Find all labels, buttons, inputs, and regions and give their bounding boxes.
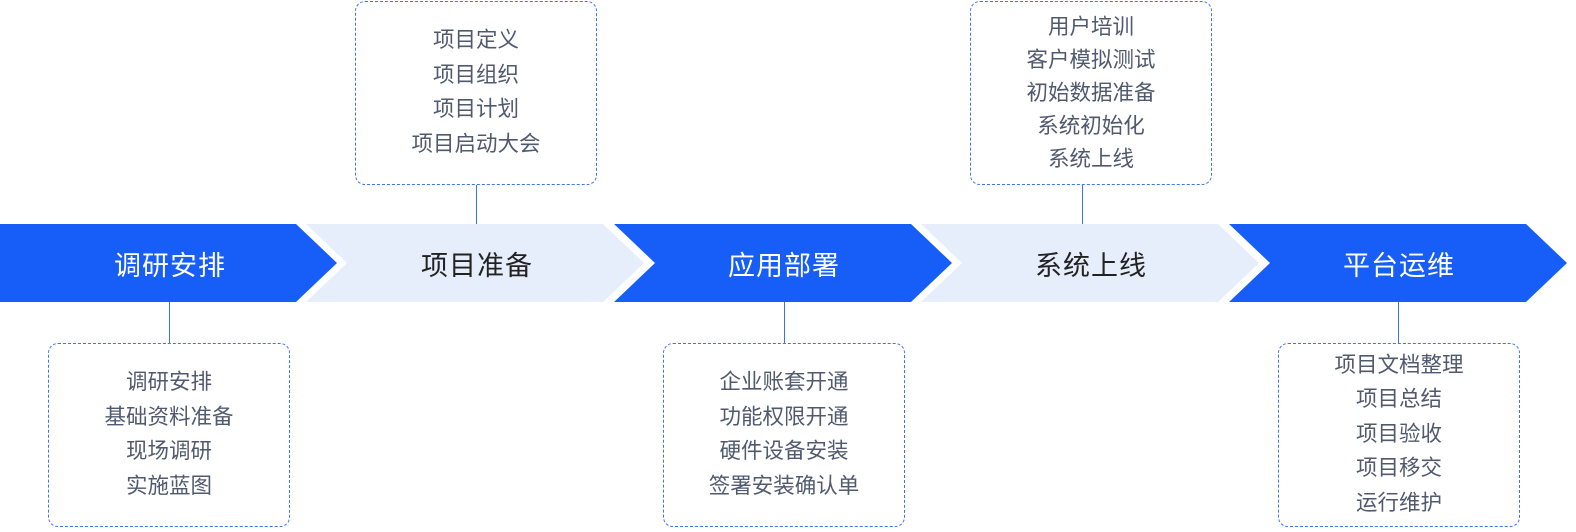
detail-box-golive: 用户培训 客户模拟测试 初始数据准备 系统初始化 系统上线 [970,1,1212,185]
detail-item: 项目移交 [1355,456,1442,482]
detail-item: 客户模拟测试 [1026,47,1156,73]
stage-label-operations: 平台运维 [1343,250,1455,282]
detail-item: 功能权限开通 [719,404,849,430]
detail-item: 项目总结 [1355,387,1442,413]
connector-deployment [784,302,785,343]
detail-item: 用户培训 [1047,14,1134,40]
detail-item: 项目文档整理 [1334,352,1464,378]
detail-item: 项目启动大会 [411,131,541,157]
detail-box-deployment: 企业账套开通 功能权限开通 硬件设备安装 签署安装确认单 [663,343,905,527]
detail-item: 初始数据准备 [1026,80,1156,106]
detail-item: 签署安装确认单 [708,473,860,499]
detail-item: 运行维护 [1355,490,1442,516]
detail-item: 项目计划 [432,97,519,122]
detail-item: 企业账套开通 [719,370,849,395]
stage-arrow-operations [1229,224,1567,302]
stage-arrow-deployment [614,224,952,302]
detail-item: 项目定义 [432,28,519,53]
stage-arrow-golive [921,224,1259,302]
detail-box-operations: 项目文档整理 项目总结 项目验收 项目移交 运行维护 [1278,343,1520,527]
detail-item: 系统上线 [1047,146,1134,172]
connector-golive [1082,185,1083,224]
detail-item: 硬件设备安装 [719,439,849,464]
stage-label-golive: 系统上线 [1035,250,1147,282]
detail-item: 调研安排 [125,370,212,395]
detail-item: 系统初始化 [1037,113,1145,139]
detail-box-preparation: 项目定义 项目组织 项目计划 项目启动大会 [355,1,597,185]
connector-preparation [476,185,477,224]
connector-research [169,302,170,343]
stage-label-deployment: 应用部署 [728,250,840,282]
stage-arrow-preparation [306,224,644,302]
stage-label-research: 调研安排 [114,250,226,282]
detail-item: 实施蓝图 [125,473,212,499]
detail-item: 项目组织 [432,62,519,88]
stage-label-preparation: 项目准备 [421,250,533,282]
detail-item: 项目验收 [1355,421,1442,447]
detail-item: 现场调研 [125,439,212,464]
detail-box-research: 调研安排 基础资料准备 现场调研 实施蓝图 [48,343,290,527]
stage-arrow-research [0,224,337,302]
connector-operations [1398,302,1399,343]
detail-item: 基础资料准备 [104,404,234,430]
